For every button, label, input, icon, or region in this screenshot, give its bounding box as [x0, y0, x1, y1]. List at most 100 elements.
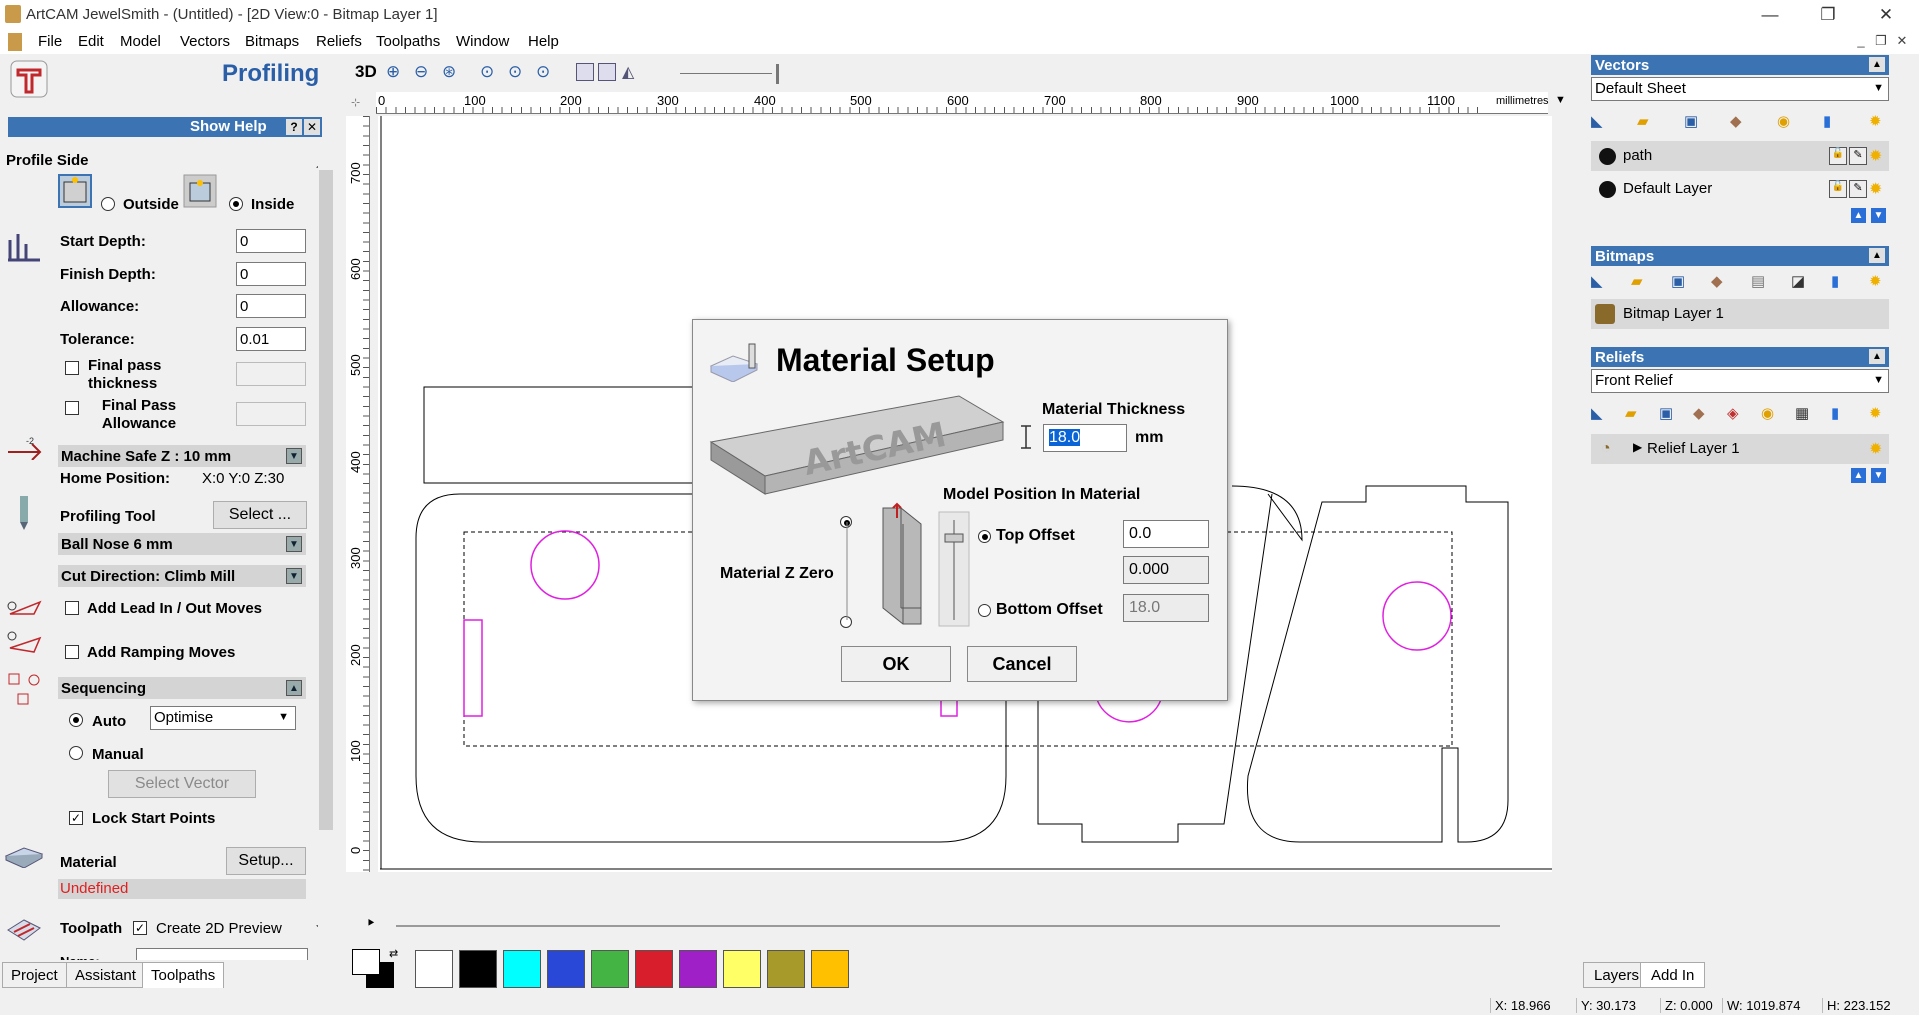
vector-shape-right[interactable] — [1246, 485, 1509, 843]
color-swatch-purple[interactable] — [679, 950, 717, 988]
select-tool-button[interactable]: Select ... — [213, 501, 307, 529]
new-relief-icon[interactable]: ◣ — [1591, 405, 1603, 422]
scroll-right-icon[interactable]: ⯈ — [366, 916, 376, 930]
vector-circle[interactable] — [1382, 581, 1452, 651]
3d-view-button[interactable]: 3D — [355, 62, 377, 81]
open-bitmap-icon[interactable]: ▰ — [1631, 273, 1643, 290]
manual-radio[interactable] — [69, 746, 83, 760]
finish-depth-input[interactable] — [236, 262, 306, 286]
color-swatch-red[interactable] — [635, 950, 673, 988]
color-swatch-green[interactable] — [591, 950, 629, 988]
vector-shape[interactable] — [1037, 493, 1273, 843]
contrast-slider-handle[interactable] — [776, 64, 779, 84]
tab-project[interactable]: Project — [2, 962, 67, 988]
ok-button[interactable]: OK — [841, 646, 951, 682]
swap-colors-icon[interactable]: ⇄ — [389, 948, 399, 960]
layer-color-dot[interactable] — [1599, 181, 1616, 198]
reliefs-collapse-icon[interactable]: ▲ — [1869, 349, 1885, 364]
new-layer-icon[interactable]: ◣ — [1591, 113, 1603, 130]
copy-relief-icon[interactable]: ◆ — [1693, 405, 1705, 422]
thickness-input[interactable]: 18.0 — [1043, 424, 1127, 452]
lead-moves-checkbox[interactable] — [65, 601, 79, 615]
help-icon[interactable]: ? — [286, 119, 302, 135]
expand-triangle-icon[interactable]: ▶ — [1633, 440, 1643, 454]
mdi-restore-icon[interactable]: ❐ — [1875, 33, 1887, 48]
color-swatch-amber[interactable] — [811, 950, 849, 988]
tab-layers[interactable]: Layers — [1583, 962, 1651, 988]
final-pass-allowance-checkbox[interactable] — [65, 401, 79, 415]
allowance-input[interactable] — [236, 294, 306, 318]
menu-help[interactable]: Help — [528, 33, 559, 50]
bottom-offset-radio[interactable] — [978, 604, 991, 617]
outside-profile-icon[interactable] — [58, 174, 92, 208]
show-help-label[interactable]: Show Help — [190, 118, 267, 135]
top-offset-input[interactable] — [1123, 520, 1209, 548]
vectors-collapse-icon[interactable]: ▲ — [1869, 57, 1885, 72]
outside-radio[interactable] — [101, 197, 115, 211]
drawing-canvas[interactable] — [378, 116, 1552, 872]
image-icon[interactable]: ▤ — [1751, 273, 1766, 290]
horizontal-scrollbar[interactable]: ⯈ — [366, 916, 1556, 936]
menu-edit[interactable]: Edit — [78, 33, 104, 50]
menu-model[interactable]: Model — [120, 33, 161, 50]
z-zero-bottom-radio[interactable] — [840, 616, 852, 628]
color-swatch-black[interactable] — [459, 950, 497, 988]
move-down-icon[interactable]: ▼ — [1871, 468, 1886, 483]
cut-direction-row[interactable]: Cut Direction: Climb Mill ▼ — [58, 565, 306, 587]
open-layer-icon[interactable]: ▰ — [1637, 113, 1649, 130]
vector-layer-row[interactable]: path 🔓 ✎ ✹ — [1591, 141, 1889, 171]
vector-circle[interactable] — [530, 530, 600, 600]
color-swatch-olive[interactable] — [767, 950, 805, 988]
name-input[interactable] — [136, 948, 308, 960]
cut-direction-dropdown-icon[interactable]: ▼ — [286, 568, 302, 584]
bulb-icon[interactable]: ✹ — [1869, 148, 1883, 165]
shade-icon[interactable]: ◭ — [622, 64, 635, 81]
bitmap-layer-row[interactable]: Bitmap Layer 1 — [1591, 299, 1889, 329]
inside-profile-icon[interactable] — [183, 174, 217, 208]
tolerance-input[interactable] — [236, 327, 306, 351]
zoom-fit-icon[interactable]: ⊛ — [442, 62, 457, 81]
lock-icon[interactable]: 🔓 — [1829, 147, 1847, 165]
sequencing-row[interactable]: Sequencing ▲ — [58, 677, 306, 699]
new-bitmap-icon[interactable]: ◣ — [1591, 273, 1603, 290]
move-up-icon[interactable]: ▲ — [1851, 468, 1866, 483]
contrast-slider[interactable] — [680, 73, 772, 74]
lock-start-checkbox[interactable]: ✓ — [69, 811, 83, 825]
left-scrollbar[interactable] — [318, 150, 334, 940]
relief-layer-row[interactable]: ◔ ▶ Relief Layer 1 ✹ — [1591, 434, 1889, 464]
sequencing-select[interactable]: Optimise ▼ — [150, 706, 296, 730]
bulb-icon[interactable]: ✹ — [1869, 113, 1882, 130]
lock-icon[interactable]: 🔓 — [1829, 180, 1847, 198]
save-relief-icon[interactable]: ▣ — [1659, 405, 1674, 422]
delete-relief-icon[interactable]: ▮ — [1831, 405, 1840, 422]
move-up-icon[interactable]: ▲ — [1851, 208, 1866, 223]
grid-icon[interactable] — [598, 63, 616, 81]
close-help-icon[interactable]: ✕ — [304, 119, 320, 135]
move-down-icon[interactable]: ▼ — [1871, 208, 1886, 223]
sequencing-collapse-icon[interactable]: ▲ — [286, 680, 302, 696]
relief-select[interactable]: Front Relief ▼ — [1591, 369, 1889, 393]
edit-icon[interactable]: ✎ — [1849, 180, 1867, 198]
save-bitmap-icon[interactable]: ▣ — [1671, 273, 1686, 290]
vector-layer-row[interactable]: Default Layer 🔓 ✎ ✹ — [1591, 174, 1889, 204]
top-offset-radio[interactable] — [978, 530, 991, 543]
tool-dropdown-icon[interactable]: ▼ — [286, 536, 302, 552]
color-swatch-white[interactable] — [415, 950, 453, 988]
safe-z-row[interactable]: Machine Safe Z : 10 mm ▼ — [58, 445, 306, 467]
vector-arc[interactable] — [1231, 485, 1303, 542]
calculator-icon[interactable]: ▦ — [1795, 405, 1810, 422]
menu-window[interactable]: Window — [456, 33, 510, 50]
zoom-in-icon[interactable]: ⊕ — [386, 62, 401, 81]
visibility-relief-icon[interactable]: ◉ — [1761, 405, 1775, 422]
material-setup-button[interactable]: Setup... — [226, 847, 306, 875]
doc-icon[interactable] — [8, 33, 22, 51]
minimize-icon[interactable]: — — [1761, 5, 1779, 24]
combine-relief-icon[interactable]: ◈ — [1727, 405, 1739, 422]
layer-color-dot[interactable] — [1599, 148, 1616, 165]
vector-arc-magenta[interactable] — [1095, 695, 1163, 723]
foreground-color-swatch-front[interactable] — [352, 949, 380, 975]
visibility-icon[interactable]: ◉ — [1777, 113, 1791, 130]
menu-file[interactable]: File — [38, 33, 63, 50]
bottom-offset-input[interactable] — [1123, 594, 1209, 622]
close-icon[interactable]: ✕ — [1878, 5, 1894, 24]
